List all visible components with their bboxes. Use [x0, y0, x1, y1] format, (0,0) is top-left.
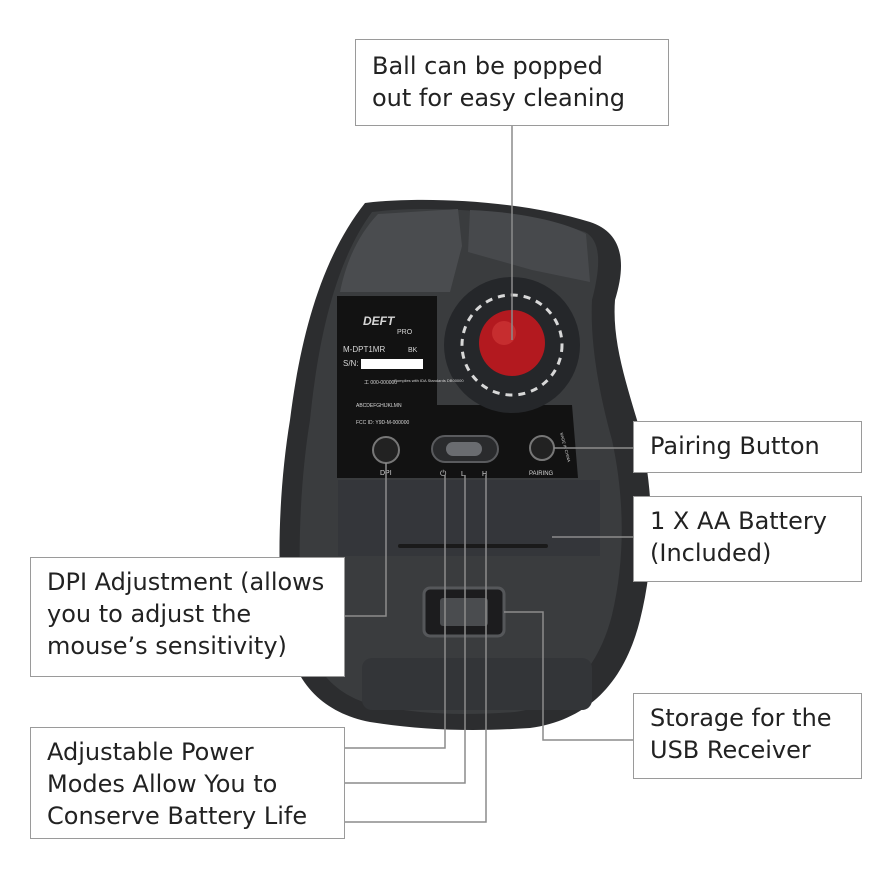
leader-lines — [345, 126, 633, 823]
leader-power-off — [345, 475, 446, 749]
power-off-symbol: ⏻ — [440, 469, 447, 478]
lower-plate — [362, 658, 592, 710]
callout-battery: 1 X AA Battery (Included) — [633, 496, 862, 582]
power-switch-knob — [446, 442, 482, 456]
right-button-segment — [468, 210, 590, 282]
dpi-button — [372, 436, 400, 464]
callout-ball-cleaning: Ball can be popped out for easy cleaning — [355, 39, 669, 126]
callout-dpi-adjustment: DPI Adjustment (allows you to adjust the… — [30, 557, 345, 677]
callout-usb-storage: Storage for the USB Receiver — [633, 693, 862, 779]
alpha-code: ABCDEFGHIJKLMN — [356, 403, 402, 409]
battery-slot — [398, 544, 548, 548]
fcc-id: FCC ID: Y9D-M-000000 — [356, 420, 409, 426]
left-button-segment — [340, 209, 462, 292]
usb-receiver — [440, 598, 488, 626]
callout-power-modes: Adjustable Power Modes Allow You to Cons… — [30, 727, 345, 839]
pairing-label: PAIRING — [529, 471, 554, 477]
cert-code: 工 000-000000 — [364, 380, 397, 386]
brand-logo: DEFT — [363, 314, 396, 328]
serial-box — [361, 359, 423, 369]
brand-sub: PRO — [397, 329, 413, 336]
callout-pairing-button: Pairing Button — [633, 421, 862, 473]
serial-label: S/N: — [343, 359, 359, 368]
cert-note: Complies with IDA Standards DB00000 — [394, 378, 464, 383]
power-low-label: L — [461, 471, 465, 478]
leader-power-high — [345, 475, 487, 823]
pairing-button — [529, 435, 555, 461]
color-code: BK — [408, 347, 418, 354]
leader-dpi — [345, 463, 387, 617]
leader-usb — [504, 611, 633, 741]
model-text: M-DPT1MR — [343, 345, 385, 354]
leader-power-low — [345, 475, 466, 784]
battery-door — [338, 480, 600, 556]
trackball-highlight — [492, 321, 516, 345]
power-high-label: H — [482, 471, 487, 478]
